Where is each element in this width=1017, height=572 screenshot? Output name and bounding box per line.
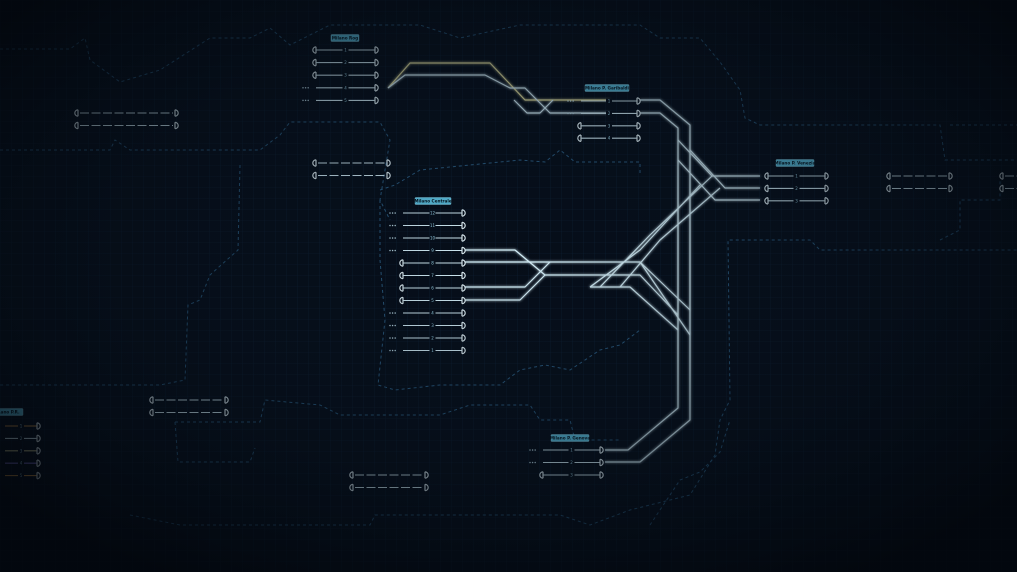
approach-dot: [567, 112, 569, 115]
approach-dot: [534, 461, 536, 464]
station-name-tag[interactable]: Milano Centrale: [414, 197, 452, 205]
approach-dot: [529, 449, 531, 451]
platform-number: 1: [608, 99, 611, 104]
approach-dot: [572, 100, 574, 102]
approach-dot: [391, 324, 394, 327]
platform-number: 2: [431, 336, 434, 341]
approach-dot: [389, 337, 391, 339]
approach-dot: [572, 112, 574, 115]
platform-number: 11: [430, 223, 436, 228]
platform-number: 3: [795, 198, 798, 203]
platform-number: 2: [20, 436, 23, 441]
platform-number: 2: [608, 111, 611, 116]
approach-dot: [391, 337, 394, 339]
platform-number: 4: [344, 85, 347, 90]
station-name-tag[interactable]: Milano Rog: [330, 34, 360, 42]
approach-dot: [391, 212, 394, 214]
platform-number: 7: [431, 273, 434, 278]
platform-number: 3: [20, 448, 23, 453]
approach-dot: [391, 237, 394, 239]
platform-number: 2: [795, 186, 798, 191]
platform-number: 4: [20, 461, 23, 466]
approach-dot: [389, 324, 391, 327]
station-name: Milano P. Garibaldi: [585, 86, 630, 91]
approach-dot: [307, 99, 309, 102]
station-name: Milano P. Venezia: [775, 161, 816, 166]
approach-dot: [534, 449, 536, 451]
platform-number: 3: [344, 73, 347, 78]
approach-dot: [531, 449, 534, 451]
approach-dot: [307, 87, 309, 89]
approach-dot: [391, 349, 394, 352]
approach-dot: [394, 224, 396, 227]
platform-number: 9: [431, 248, 434, 253]
approach-dot: [529, 461, 531, 464]
approach-dot: [394, 312, 396, 314]
approach-dot: [394, 349, 396, 352]
platform-number: 1: [344, 48, 347, 53]
approach-dot: [394, 337, 396, 339]
platform-number: 1: [431, 348, 434, 353]
station-name-tag[interactable]: Milano P. Genova: [550, 434, 590, 442]
approach-dot: [391, 224, 394, 227]
platform-number: 4: [431, 311, 434, 316]
approach-dot: [389, 349, 391, 352]
platform-number: 5: [20, 473, 23, 478]
platform-number: 1: [20, 424, 23, 429]
approach-dot: [389, 237, 391, 239]
station-name: Milano Rog: [332, 36, 358, 41]
approach-dot: [569, 112, 572, 115]
station-name: Milano P. Genova: [550, 436, 590, 441]
approach-dot: [389, 249, 391, 252]
approach-dot: [394, 212, 396, 214]
platform-number: 5: [344, 98, 347, 103]
approach-dot: [569, 100, 572, 102]
platform-number: 1: [795, 174, 798, 179]
station-name: …ano P.R.: [0, 410, 20, 415]
station-name-tag[interactable]: …ano P.R.: [0, 408, 24, 416]
platform-number: 3: [570, 473, 573, 478]
platform-number: 1: [570, 448, 573, 453]
approach-dot: [394, 324, 396, 327]
platform-number: 2: [344, 60, 347, 65]
platform-number: 10: [430, 236, 436, 241]
approach-dot: [394, 237, 396, 239]
approach-dot: [302, 99, 304, 102]
platform-number: 5: [431, 298, 434, 303]
approach-dot: [391, 312, 394, 314]
station-name-tag[interactable]: Milano P. Garibaldi: [584, 84, 630, 92]
approach-dot: [391, 249, 394, 252]
platform-number: 8: [431, 261, 434, 266]
platform-number: 3: [431, 323, 434, 328]
station-name: Milano Centrale: [414, 199, 451, 204]
approach-dot: [394, 249, 396, 252]
platform-number: 12: [430, 211, 436, 216]
station-name-tag[interactable]: Milano P. Venezia: [775, 159, 816, 167]
approach-dot: [389, 212, 391, 214]
approach-dot: [389, 224, 391, 227]
platform-number: 3: [608, 123, 611, 128]
approach-dot: [389, 312, 391, 314]
approach-dot: [531, 461, 534, 464]
approach-dot: [304, 87, 307, 89]
platform-number: 4: [608, 136, 611, 141]
approach-dot: [302, 87, 304, 89]
platform-number: 2: [570, 460, 573, 465]
platform-number: 6: [431, 286, 434, 291]
approach-dot: [304, 99, 307, 102]
approach-dot: [567, 100, 569, 102]
